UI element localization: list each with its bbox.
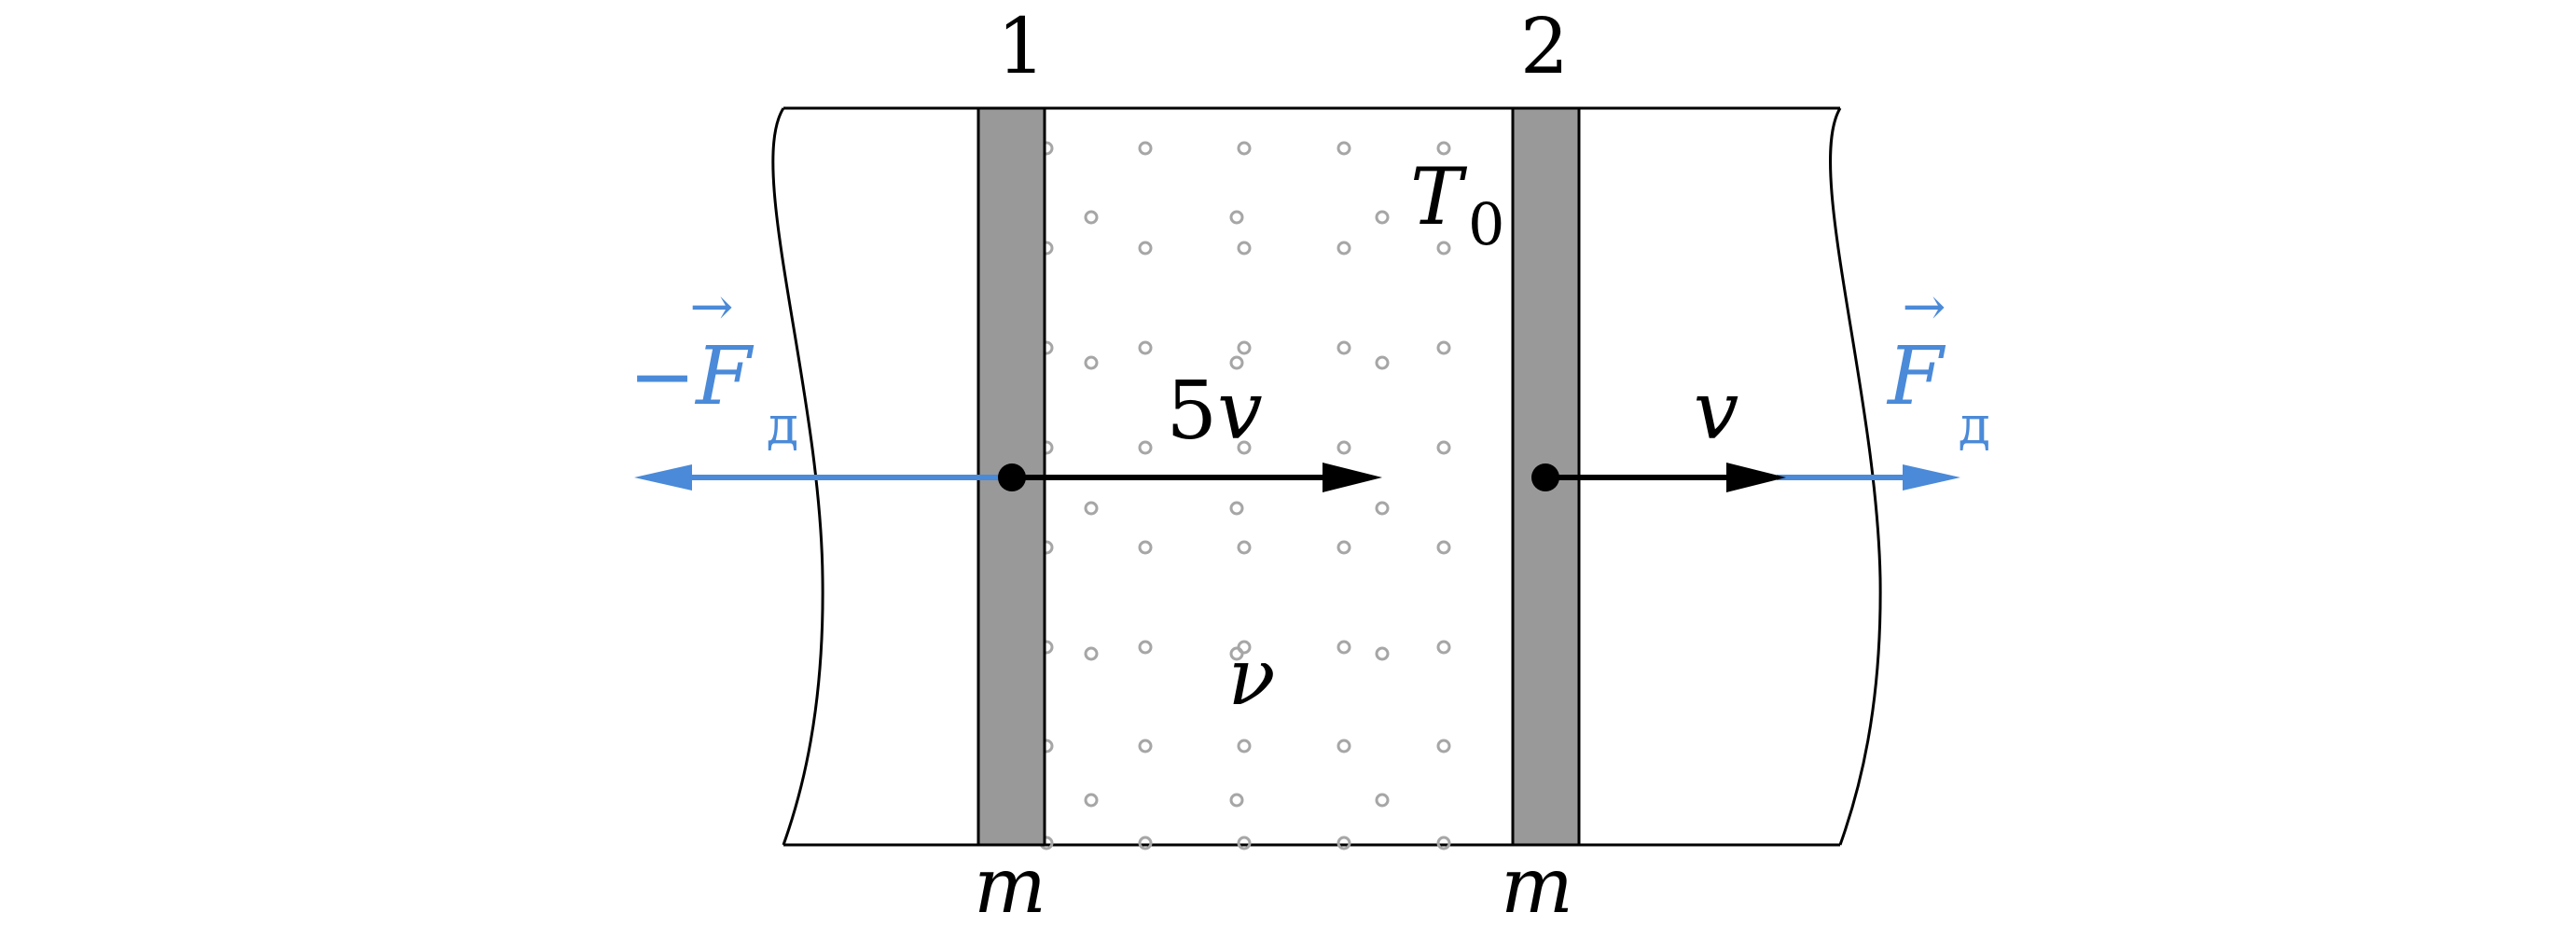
piston-2-center-dot (1531, 463, 1559, 491)
temperature-symbol: T (1410, 151, 1468, 242)
gas-temperature-label: T0 (1410, 151, 1504, 258)
piston-2-velocity-arrow-head (1726, 463, 1786, 492)
gas-molecule (1375, 210, 1390, 225)
gas-molecule (1436, 640, 1451, 655)
gas-molecule (1237, 241, 1252, 256)
gas-molecule (1336, 440, 1351, 455)
gas-molecule (1436, 241, 1451, 256)
temperature-subscript: 0 (1468, 190, 1504, 258)
gas-molecule (1436, 440, 1451, 455)
gas-molecule (1375, 501, 1390, 516)
cylinder-left-break-line (771, 107, 824, 846)
piston-1-mass-label: m (974, 842, 1046, 931)
gas-molecule (1436, 540, 1451, 555)
gas-molecule (1237, 836, 1252, 850)
piston-1-velocity-arrow-head (1323, 463, 1382, 492)
gas-molecule (1138, 440, 1153, 455)
gas-molecule (1375, 646, 1390, 661)
right-force-vector-arrow: → (1903, 277, 1946, 338)
gas-molecule (1229, 355, 1244, 370)
velocity-symbol: v (1217, 365, 1263, 458)
gas-molecule (1237, 141, 1252, 156)
gas-molecules (1039, 141, 1451, 850)
gas-molecule (1336, 340, 1351, 355)
gas-amount-label: ν (1227, 631, 1275, 723)
piston-1-center-dot (998, 463, 1026, 491)
left-force-arrow-head (634, 464, 692, 491)
gas-molecule (1138, 241, 1153, 256)
gas-molecule (1084, 355, 1099, 370)
gas-molecule (1237, 340, 1252, 355)
gas-molecule (1336, 640, 1351, 655)
right-force-label: Fд (1886, 330, 1990, 456)
gas-molecule (1084, 793, 1099, 808)
gas-molecule (1336, 141, 1351, 156)
gas-molecule (1138, 836, 1153, 850)
gas-molecule (1336, 739, 1351, 753)
left-force-label: −Fд (629, 330, 798, 456)
left-force-symbol: F (694, 330, 755, 423)
velocity-coefficient: 5 (1166, 365, 1217, 458)
gas-molecule (1336, 540, 1351, 555)
right-force-symbol: F (1886, 330, 1946, 423)
gas-molecule (1436, 141, 1451, 156)
gas-molecule (1237, 540, 1252, 555)
gas-molecule (1237, 739, 1252, 753)
gas-molecule (1375, 355, 1390, 370)
gas-molecule (1229, 646, 1244, 661)
gas-molecule (1336, 241, 1351, 256)
left-force-sign: − (629, 330, 696, 423)
right-force-subscript: д (1959, 395, 1990, 456)
gas-molecule (1436, 340, 1451, 355)
gas-molecule (1237, 440, 1252, 455)
piston-1-velocity-label: 5v (1166, 365, 1262, 458)
right-force-arrow-head (1903, 464, 1960, 491)
gas-molecule (1375, 793, 1390, 808)
left-force-vector-arrow: → (690, 277, 734, 338)
left-force-subscript: д (767, 395, 798, 456)
gas-molecule (1138, 340, 1153, 355)
gas-molecule (1084, 210, 1099, 225)
gas-molecule (1229, 210, 1244, 225)
piston-1-number: 1 (997, 3, 1046, 91)
gas-molecule (1138, 739, 1153, 753)
gas-molecule (1436, 836, 1451, 850)
piston-2-mass-label: m (1501, 842, 1573, 931)
gas-molecule (1138, 141, 1153, 156)
piston-2-velocity-label: v (1694, 365, 1739, 458)
piston-2-number: 2 (1520, 3, 1569, 91)
gas-molecule (1436, 739, 1451, 753)
gas-molecule (1138, 540, 1153, 555)
gas-molecule (1229, 501, 1244, 516)
gas-molecule (1229, 793, 1244, 808)
gas-molecule (1084, 646, 1099, 661)
gas-molecule (1336, 836, 1351, 850)
gas-molecule (1084, 501, 1099, 516)
gas-molecule (1138, 640, 1153, 655)
cylinder-right-break-line (1829, 107, 1882, 846)
